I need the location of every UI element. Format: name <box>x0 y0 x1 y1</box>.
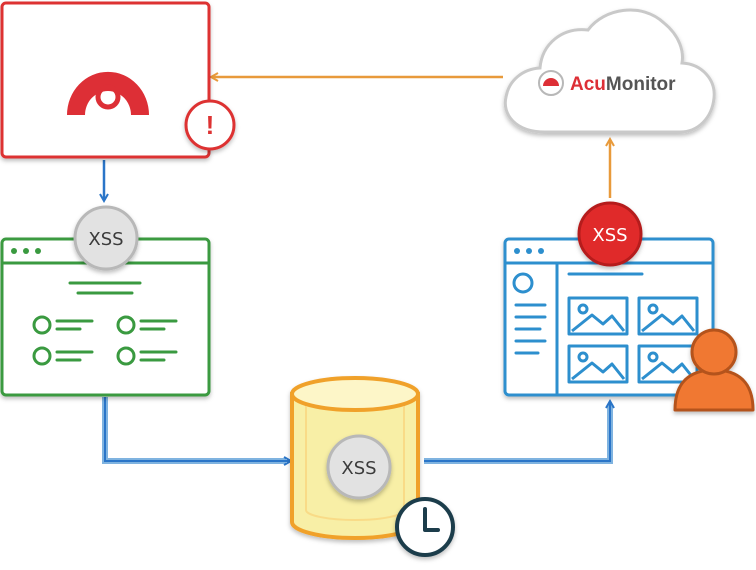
brand-prefix: Acu <box>570 74 606 95</box>
form-option-rows <box>32 315 178 366</box>
arrow-database-to-viewer <box>424 404 613 464</box>
user-icon <box>673 328 755 412</box>
viewer-sidebar <box>512 272 547 355</box>
cloud-icon <box>503 8 716 134</box>
xss-badge-form: XSS <box>73 205 139 271</box>
acumonitor-brand: AcuMonitor <box>570 74 676 95</box>
xss-badge-database-label: XSS <box>341 458 376 479</box>
clock-icon <box>395 497 455 557</box>
flow-connectors <box>104 77 610 461</box>
acumonitor-logo-icon <box>538 70 564 96</box>
form-heading-lines <box>68 281 142 295</box>
web-form-window <box>0 237 211 397</box>
xss-badge-viewer: XSS <box>577 201 643 267</box>
alert-mark: ! <box>206 110 215 140</box>
xss-badge-viewer-label: XSS <box>592 225 627 246</box>
web-viewer-window <box>503 237 715 397</box>
acunetix-logo-icon <box>67 71 150 115</box>
brand-suffix: Monitor <box>606 74 676 95</box>
arrow-form-to-database <box>102 397 286 464</box>
image-thumbnails <box>567 296 699 384</box>
xss-badge-form-label: XSS <box>88 229 123 250</box>
xss-badge-database: XSS <box>326 434 392 500</box>
window-dots <box>514 248 544 254</box>
window-dots <box>11 248 41 254</box>
acumonitor-cloud: AcuMonitor <box>503 8 716 134</box>
alert-icon: ! <box>184 99 236 151</box>
scanner-window: ! <box>0 1 236 159</box>
